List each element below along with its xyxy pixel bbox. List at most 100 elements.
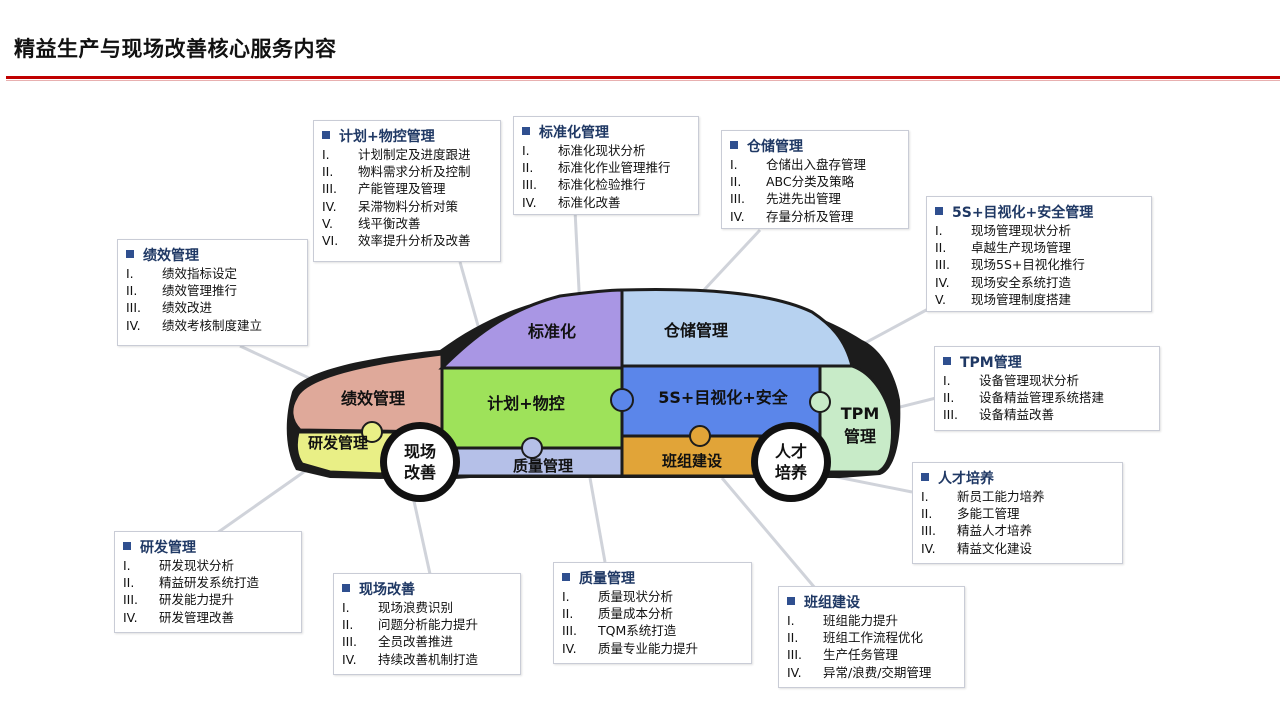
- segment-label-jixiao: 绩效管理: [341, 389, 405, 408]
- callout-box-rencai: 人才培养 I.新员工能力培养 II.多能工管理 III.精益人才培养 IV.精益…: [912, 462, 1123, 564]
- roman-numeral: III.: [730, 191, 746, 207]
- list-item: I. 研发现状分析: [123, 557, 259, 574]
- list-item-text: 物料需求分析及控制: [358, 164, 471, 180]
- leader-xianchang: [410, 491, 432, 575]
- puzzle-knob-wus: [610, 388, 634, 412]
- list-item: III.设备精益改善: [943, 406, 1104, 423]
- bullet-square-icon: [322, 131, 330, 139]
- list-item: III.现场5S+目视化推行: [935, 256, 1085, 273]
- puzzle-knob-tpm: [809, 391, 831, 413]
- roman-numeral: II.: [935, 240, 947, 256]
- list-item: IV. 质量专业能力提升: [562, 640, 698, 657]
- roman-numeral: III.: [787, 647, 803, 663]
- list-item-text: 班组工作流程优化: [823, 630, 924, 646]
- wheel-front-label-2: 改善: [404, 463, 436, 482]
- list-item: I.班组能力提升: [787, 612, 931, 629]
- list-item-text: 效率提升分析及改善: [358, 233, 471, 249]
- list-item-text: 绩效指标设定: [162, 266, 238, 281]
- title-divider-shadow: [6, 80, 1280, 81]
- list-item-text: 呆滞物料分析对策: [358, 198, 459, 214]
- callout-box-zhiliang: 质量管理 I.质量现状分析 II.质量成本分析 III.TQM系统打造 IV.质…: [553, 562, 752, 664]
- list-item-text: 现场管理现状分析: [971, 223, 1072, 238]
- list-item-text: 标准化检验推行: [558, 177, 646, 193]
- wheel-rear: 人才 培养: [751, 422, 831, 502]
- list-item: IV.精益文化建设: [921, 540, 1045, 557]
- roman-numeral: III.: [921, 523, 937, 539]
- roman-numeral: IV.: [126, 317, 141, 333]
- list-item: II. 卓越生产现场管理: [935, 239, 1085, 256]
- callout-list-banzu: I.班组能力提升 II.班组工作流程优化 III.生产任务管理 IV.异常/浪费…: [787, 612, 931, 681]
- list-item: III.全员改善推进: [342, 633, 478, 650]
- leader-rencai: [831, 474, 913, 494]
- callout-box-cangchu: 仓储管理 I.仓储出入盘存管理 II.ABC分类及策略 III.先进先出管理 I…: [721, 130, 909, 229]
- bullet-square-icon: [522, 127, 530, 135]
- roman-numeral: I.: [787, 613, 795, 628]
- callout-list-wus: I.现场管理现状分析 II.卓越生产现场管理 III.现场5S+目视化推行 IV…: [935, 222, 1085, 308]
- list-item-text: 存量分析及管理: [766, 208, 854, 224]
- roman-numeral: III.: [562, 623, 578, 639]
- list-item-text: 生产任务管理: [823, 647, 899, 663]
- list-item: II.精益研发系统打造: [123, 574, 259, 591]
- list-item-text: 卓越生产现场管理: [971, 240, 1072, 256]
- list-item: V.线平衡改善: [322, 215, 471, 232]
- roman-numeral: II.: [522, 160, 534, 176]
- segment-label-zhiliang: 质量管理: [513, 457, 573, 475]
- callout-list-jixiao: I.绩效指标设定 II.绩效管理推行 III.绩效改进 IV.绩效考核制度建立: [126, 265, 262, 334]
- callout-title-tpm: TPM管理: [943, 352, 1022, 372]
- bullet-square-icon: [730, 141, 738, 149]
- list-item-text: 研发现状分析: [159, 558, 235, 573]
- segment-biaozhun: [438, 288, 624, 370]
- list-item: IV.标准化改善: [522, 194, 671, 211]
- roman-numeral: IV.: [787, 664, 802, 680]
- list-item-text: 现场5S+目视化推行: [971, 257, 1085, 273]
- wheel-rear-label-2: 培养: [775, 463, 808, 482]
- list-item-text: 质量专业能力提升: [598, 640, 699, 656]
- list-item-text: 质量现状分析: [598, 589, 674, 604]
- roman-numeral: I.: [342, 600, 350, 615]
- list-item: IV.存量分析及管理: [730, 208, 866, 225]
- callout-title-jixiao: 绩效管理: [126, 245, 199, 265]
- wheel-front: 现场 改善: [380, 422, 460, 502]
- wheel-rear-label-1: 人才: [775, 442, 807, 461]
- list-item-text: 现场浪费识别: [378, 600, 454, 615]
- callout-list-jihua: I.计划制定及进度跟进 II.物料需求分析及控制 III.产能管理及管理 IV.…: [322, 146, 471, 249]
- callout-title-rencai: 人才培养: [921, 468, 994, 488]
- roman-numeral: II.: [322, 164, 334, 180]
- list-item-text: 研发管理改善: [159, 609, 235, 625]
- roman-numeral: V.: [935, 291, 946, 307]
- callout-box-jihua: 计划+物控管理 I.计划制定及进度跟进 II.物料需求分析及控制 III.产能管…: [313, 120, 501, 262]
- roman-numeral: I.: [562, 589, 570, 604]
- roman-numeral: II.: [562, 606, 574, 622]
- list-item: III.绩效改进: [126, 299, 262, 316]
- roman-numeral: VI.: [322, 233, 339, 249]
- list-item-text: 新员工能力培养: [957, 489, 1045, 504]
- list-item-text: 线平衡改善: [358, 215, 421, 231]
- callout-title-text: 标准化管理: [539, 125, 609, 141]
- list-item: IV.异常/浪费/交期管理: [787, 664, 931, 681]
- list-item: III.标准化检验推行: [522, 176, 671, 193]
- roman-numeral: IV.: [123, 609, 138, 625]
- list-item: III. 生产任务管理: [787, 646, 931, 663]
- callout-title-biaozhun: 标准化管理: [522, 122, 609, 142]
- list-item-text: 现场安全系统打造: [971, 274, 1072, 290]
- wheel-front-label-1: 现场: [404, 442, 436, 461]
- title-divider: [6, 76, 1280, 79]
- roman-numeral: I.: [123, 558, 131, 573]
- roman-numeral: IV.: [562, 640, 577, 656]
- callout-box-biaozhun: 标准化管理 I.标准化现状分析 II.标准化作业管理推行 III.标准化检验推行…: [513, 116, 699, 215]
- callout-title-cangchu: 仓储管理: [730, 136, 803, 156]
- puzzle-knob-zhiliang: [521, 437, 543, 459]
- roman-numeral: IV.: [935, 274, 950, 290]
- list-item-text: 问题分析能力提升: [378, 617, 479, 633]
- segment-cangchu: [620, 288, 854, 368]
- callout-box-banzu: 班组建设 I.班组能力提升 II.班组工作流程优化 III.生产任务管理 IV.…: [778, 586, 965, 688]
- leader-zhiliang: [588, 477, 607, 563]
- list-item-text: TQM系统打造: [598, 623, 677, 639]
- callout-title-text: 人才培养: [938, 471, 994, 487]
- list-item-text: 设备管理现状分析: [979, 373, 1080, 388]
- list-item-text: 设备精益管理系统搭建: [979, 390, 1105, 406]
- roman-numeral: III.: [943, 407, 959, 423]
- list-item: III. TQM系统打造: [562, 622, 698, 639]
- bullet-square-icon: [921, 473, 929, 481]
